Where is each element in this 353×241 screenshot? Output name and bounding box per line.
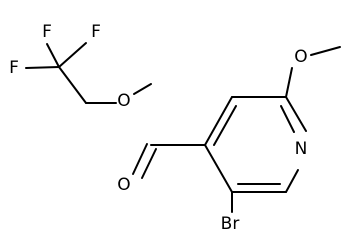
bond-ring-inner-3 (280, 105, 295, 133)
bond-cf3-ch2 (58, 66, 87, 104)
atom-f1-label: F (42, 22, 52, 42)
bond-ring-inner-1 (213, 105, 237, 146)
atom-br-label: Br (221, 214, 240, 234)
bond-c-f3 (25, 66, 60, 69)
atom-n-label: N (295, 139, 308, 159)
bond-c-f1 (46, 43, 60, 68)
bond-ring-c2-n (285, 169, 299, 193)
bond-o-methyl (310, 46, 341, 56)
atom-o-carbonyl-label: O (117, 175, 130, 195)
bond-c-f2 (58, 42, 87, 68)
bond-ring-n-c6 (285, 96, 307, 132)
bond-carbonyl-double-b (141, 148, 157, 179)
bond-carbonyl-double-a (132, 143, 148, 175)
bond-ring-c5-c4 (204, 96, 233, 146)
atom-f3-label: F (9, 58, 19, 78)
atom-f2-label: F (91, 22, 101, 42)
bond-ring-o-methoxy (285, 67, 293, 98)
bond-o-carbonyl-c (133, 83, 152, 95)
atom-o-methoxy-label: O (294, 47, 307, 67)
bond-ring-c4-c3 (204, 144, 233, 193)
atom-o-ester-label: O (117, 91, 130, 111)
